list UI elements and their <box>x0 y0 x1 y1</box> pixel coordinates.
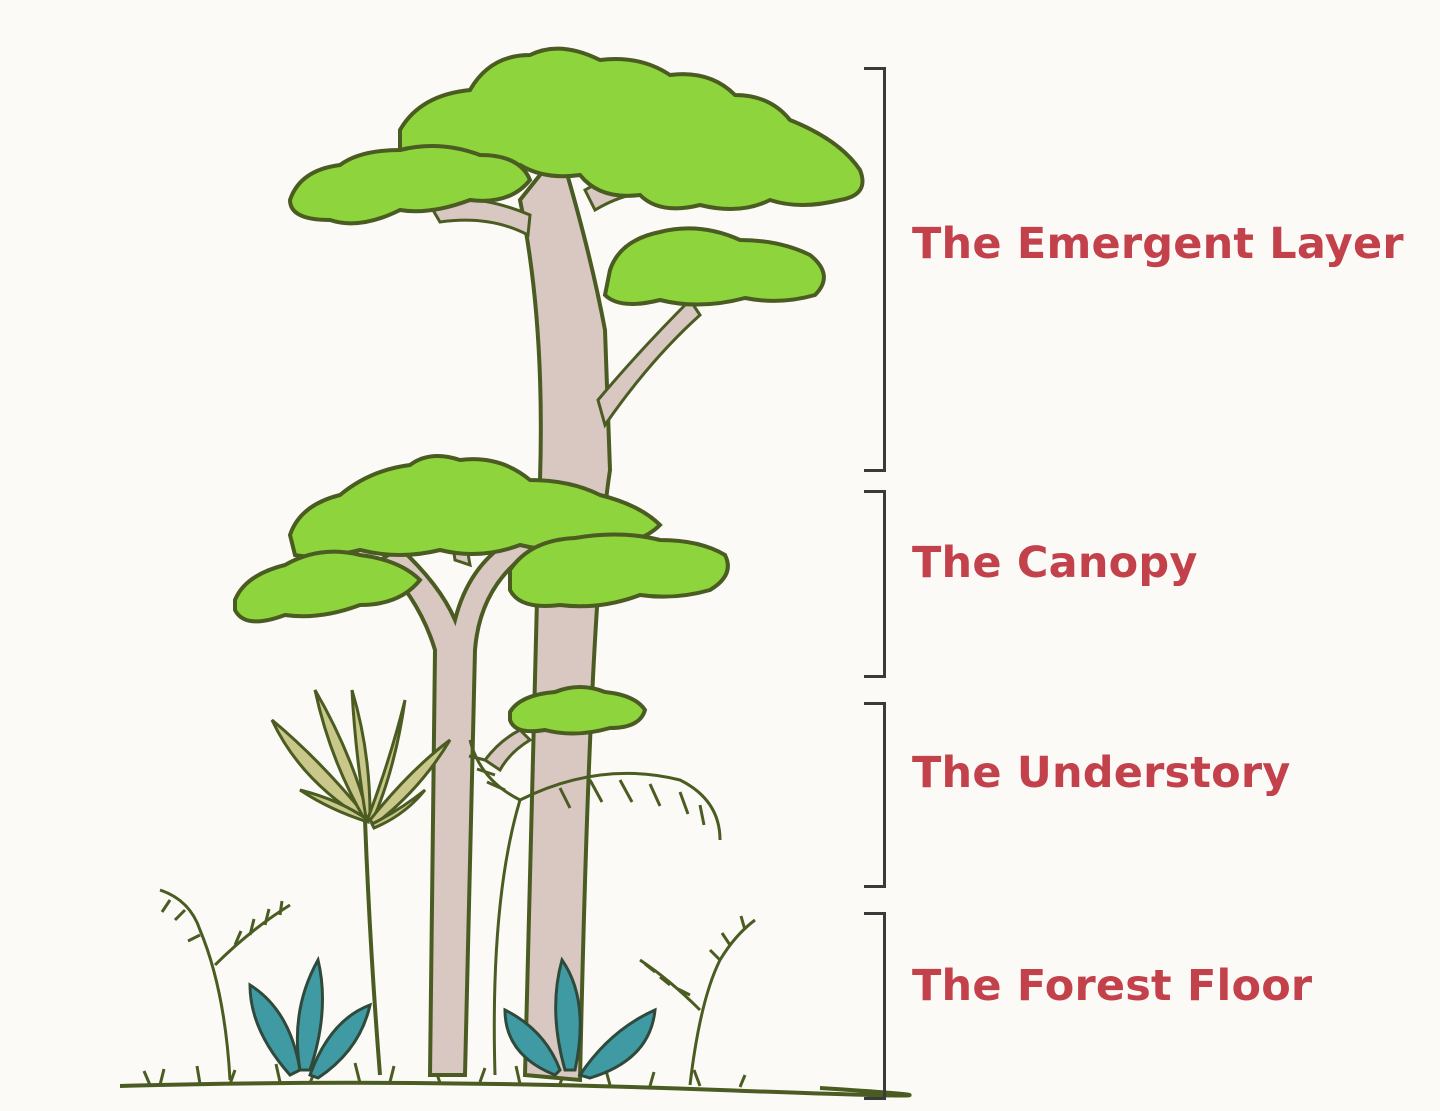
emergent-branch-lower <box>596 297 702 429</box>
teal-leaves-left <box>248 955 373 1080</box>
label-canopy: The Canopy <box>912 538 1198 588</box>
label-emergent-layer: The Emergent Layer <box>912 219 1404 269</box>
bracket-forest-floor <box>864 912 886 1100</box>
ground-line <box>119 1080 912 1098</box>
palm-plant-left <box>270 689 452 1076</box>
label-forest-floor: The Forest Floor <box>912 961 1313 1011</box>
canopy-crown-main <box>287 454 663 559</box>
understory-crown <box>508 685 648 736</box>
fern-plant-right <box>468 739 722 1076</box>
emergent-crown-left <box>287 144 533 226</box>
emergent-tree <box>287 46 865 1083</box>
emergent-crown-right <box>602 226 826 307</box>
canopy-crown-left <box>233 549 423 624</box>
teal-leaves-right <box>503 956 657 1080</box>
bracket-understory <box>864 702 886 888</box>
bracket-emergent-layer <box>864 67 886 472</box>
label-understory: The Understory <box>912 748 1291 798</box>
understory-stem <box>482 728 533 773</box>
emergent-branch-left <box>427 197 532 238</box>
floor-fern-right <box>639 915 756 1086</box>
bracket-canopy <box>864 490 886 678</box>
emergent-trunk <box>517 145 613 1083</box>
emergent-crown-top <box>398 46 865 211</box>
canopy-tree <box>233 454 730 1077</box>
canopy-crown-right <box>508 532 730 609</box>
floor-fern-left <box>159 888 291 1081</box>
